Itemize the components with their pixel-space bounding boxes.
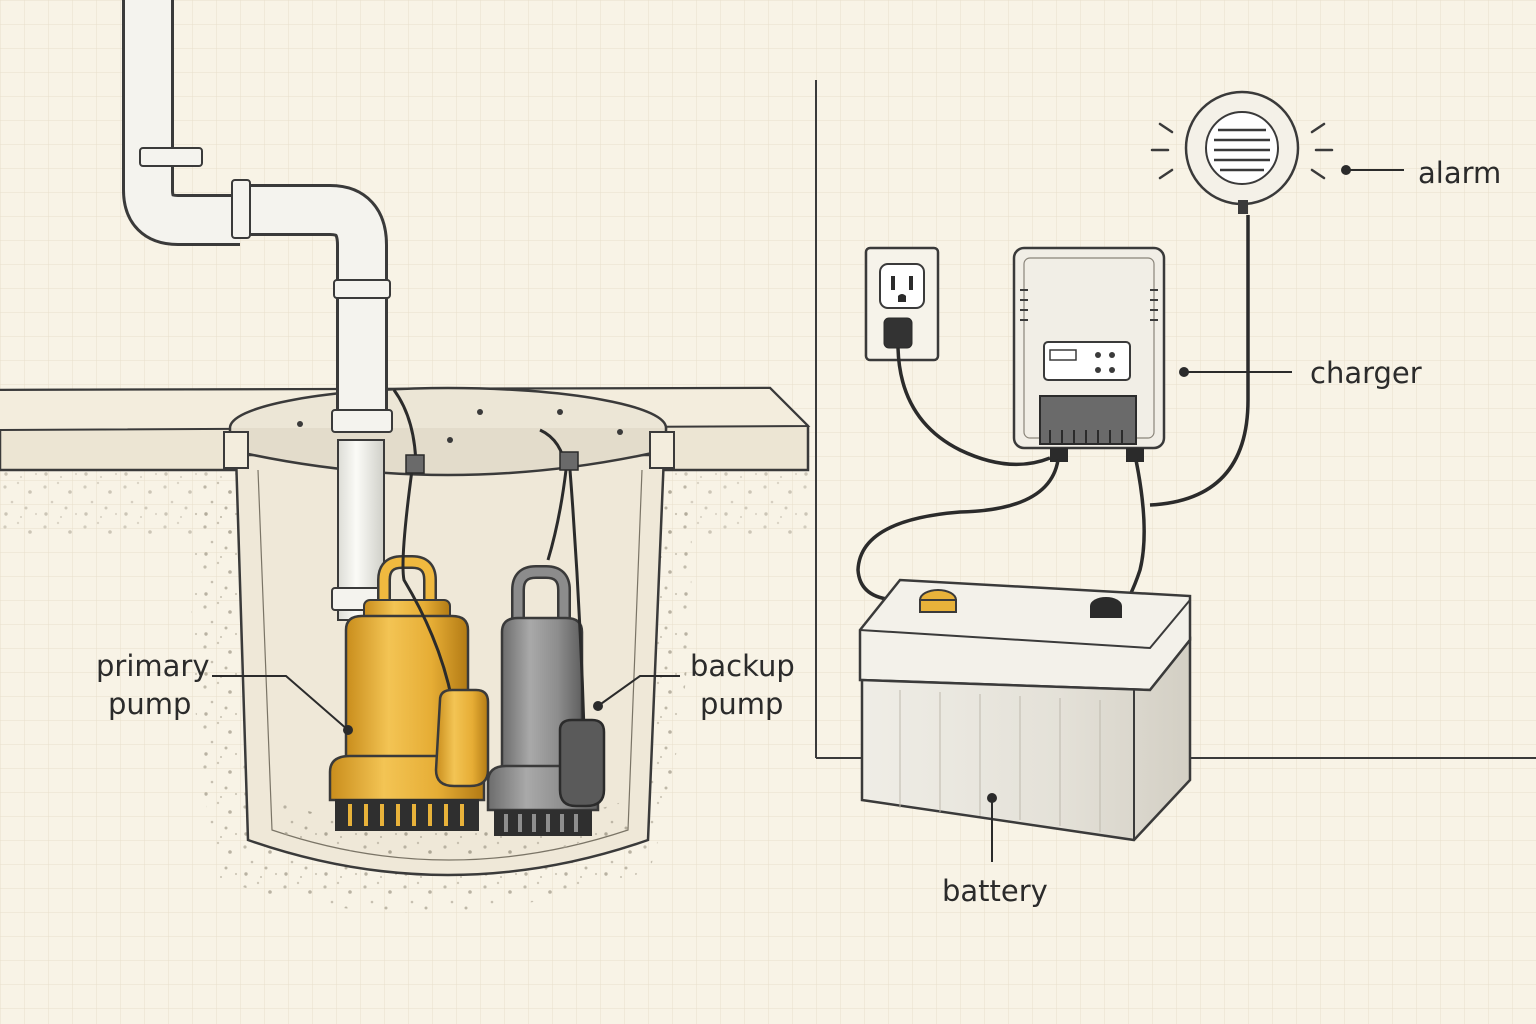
battery-label: battery bbox=[942, 874, 1048, 908]
wall-outlet-icon bbox=[864, 246, 940, 362]
battery-icon bbox=[858, 578, 1192, 842]
backup-pump-label-line2: pump bbox=[700, 687, 784, 721]
leader-lines-right bbox=[987, 165, 1404, 862]
leader-lines-left bbox=[212, 675, 680, 735]
primary-pump-label-line2: pump bbox=[108, 687, 192, 721]
backup-pump-icon bbox=[486, 428, 606, 836]
charger-icon bbox=[1012, 246, 1166, 462]
charger-label: charger bbox=[1310, 356, 1422, 390]
alarm-icon bbox=[1150, 90, 1334, 214]
float-switch-icon bbox=[392, 389, 490, 788]
alarm-label: alarm bbox=[1418, 156, 1502, 190]
primary-pump-label-line1: primary bbox=[96, 649, 210, 683]
backup-pump-label-line1: backup bbox=[690, 649, 795, 683]
